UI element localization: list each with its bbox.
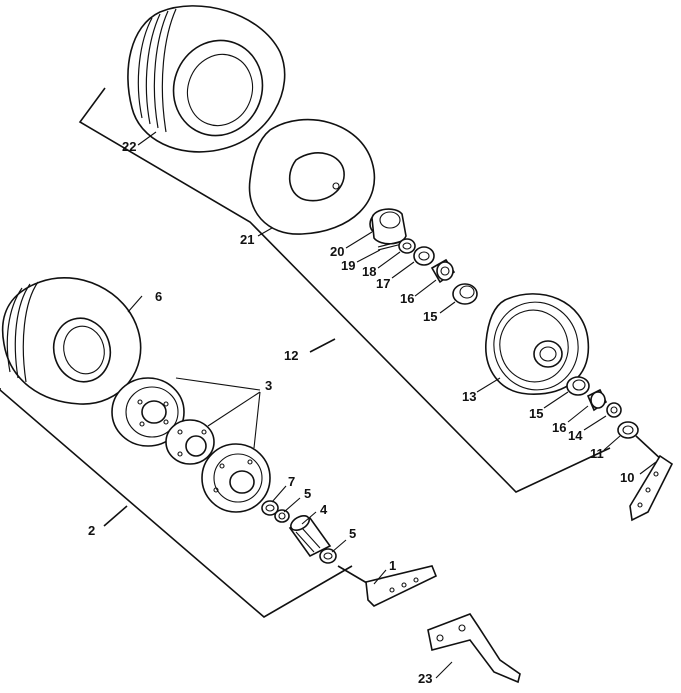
callout-23: 23 [418, 671, 432, 686]
leader-lines [127, 131, 657, 679]
callout-13: 13 [462, 389, 476, 404]
callout-22: 22 [122, 139, 136, 154]
wheel-rim [485, 293, 590, 395]
mounting-bracket [427, 613, 521, 684]
washer-upper [413, 246, 435, 266]
callout-21: 21 [240, 232, 254, 247]
hub-flange [165, 419, 215, 465]
seal-hub-lower [319, 548, 337, 564]
seal-lower [606, 402, 622, 418]
callout-12: 12 [284, 348, 298, 363]
group-bracket-12 [78, 87, 611, 493]
wheel-half-outer [111, 377, 185, 447]
inner-tube [248, 118, 376, 235]
callout-6: 6 [155, 289, 162, 304]
castle-nut-upper [398, 238, 416, 254]
tire-upper [127, 5, 286, 153]
washer-hub [261, 500, 279, 516]
callout-1: 1 [389, 558, 396, 573]
axle-bracket [337, 565, 438, 607]
callout-5-lower: 5 [349, 526, 356, 541]
callout-16-upper: 16 [400, 291, 414, 306]
bearing-cone-upper [430, 258, 456, 284]
callout-3: 3 [265, 378, 272, 393]
callout-17: 17 [376, 276, 390, 291]
seal-hub-upper [274, 509, 290, 523]
callout-11: 11 [590, 446, 604, 461]
spacer-lower [617, 421, 639, 439]
callout-2: 2 [88, 523, 95, 538]
spindle-arm [629, 435, 674, 522]
bushing [288, 514, 332, 558]
hub-sleeve-upper [369, 208, 407, 245]
callout-18: 18 [362, 264, 376, 279]
group-bracket-2 [0, 388, 353, 618]
callout-5-upper: 5 [304, 486, 311, 501]
callout-14: 14 [568, 428, 583, 443]
tire-lower [1, 277, 142, 405]
callout-20: 20 [330, 244, 344, 259]
callout-10: 10 [620, 470, 634, 485]
callout-19: 19 [341, 258, 355, 273]
bearing-cup-upper [452, 283, 478, 305]
wheel-half-inner [201, 443, 271, 513]
callout-16-lower: 16 [552, 420, 566, 435]
cotter-pin [377, 240, 403, 251]
bearing-cup-lower [566, 376, 590, 396]
callout-4: 4 [320, 502, 328, 517]
callout-15-upper: 15 [423, 309, 437, 324]
bearing-cone-lower [586, 388, 608, 412]
callout-7: 7 [288, 474, 295, 489]
callout-15-lower: 15 [529, 406, 543, 421]
